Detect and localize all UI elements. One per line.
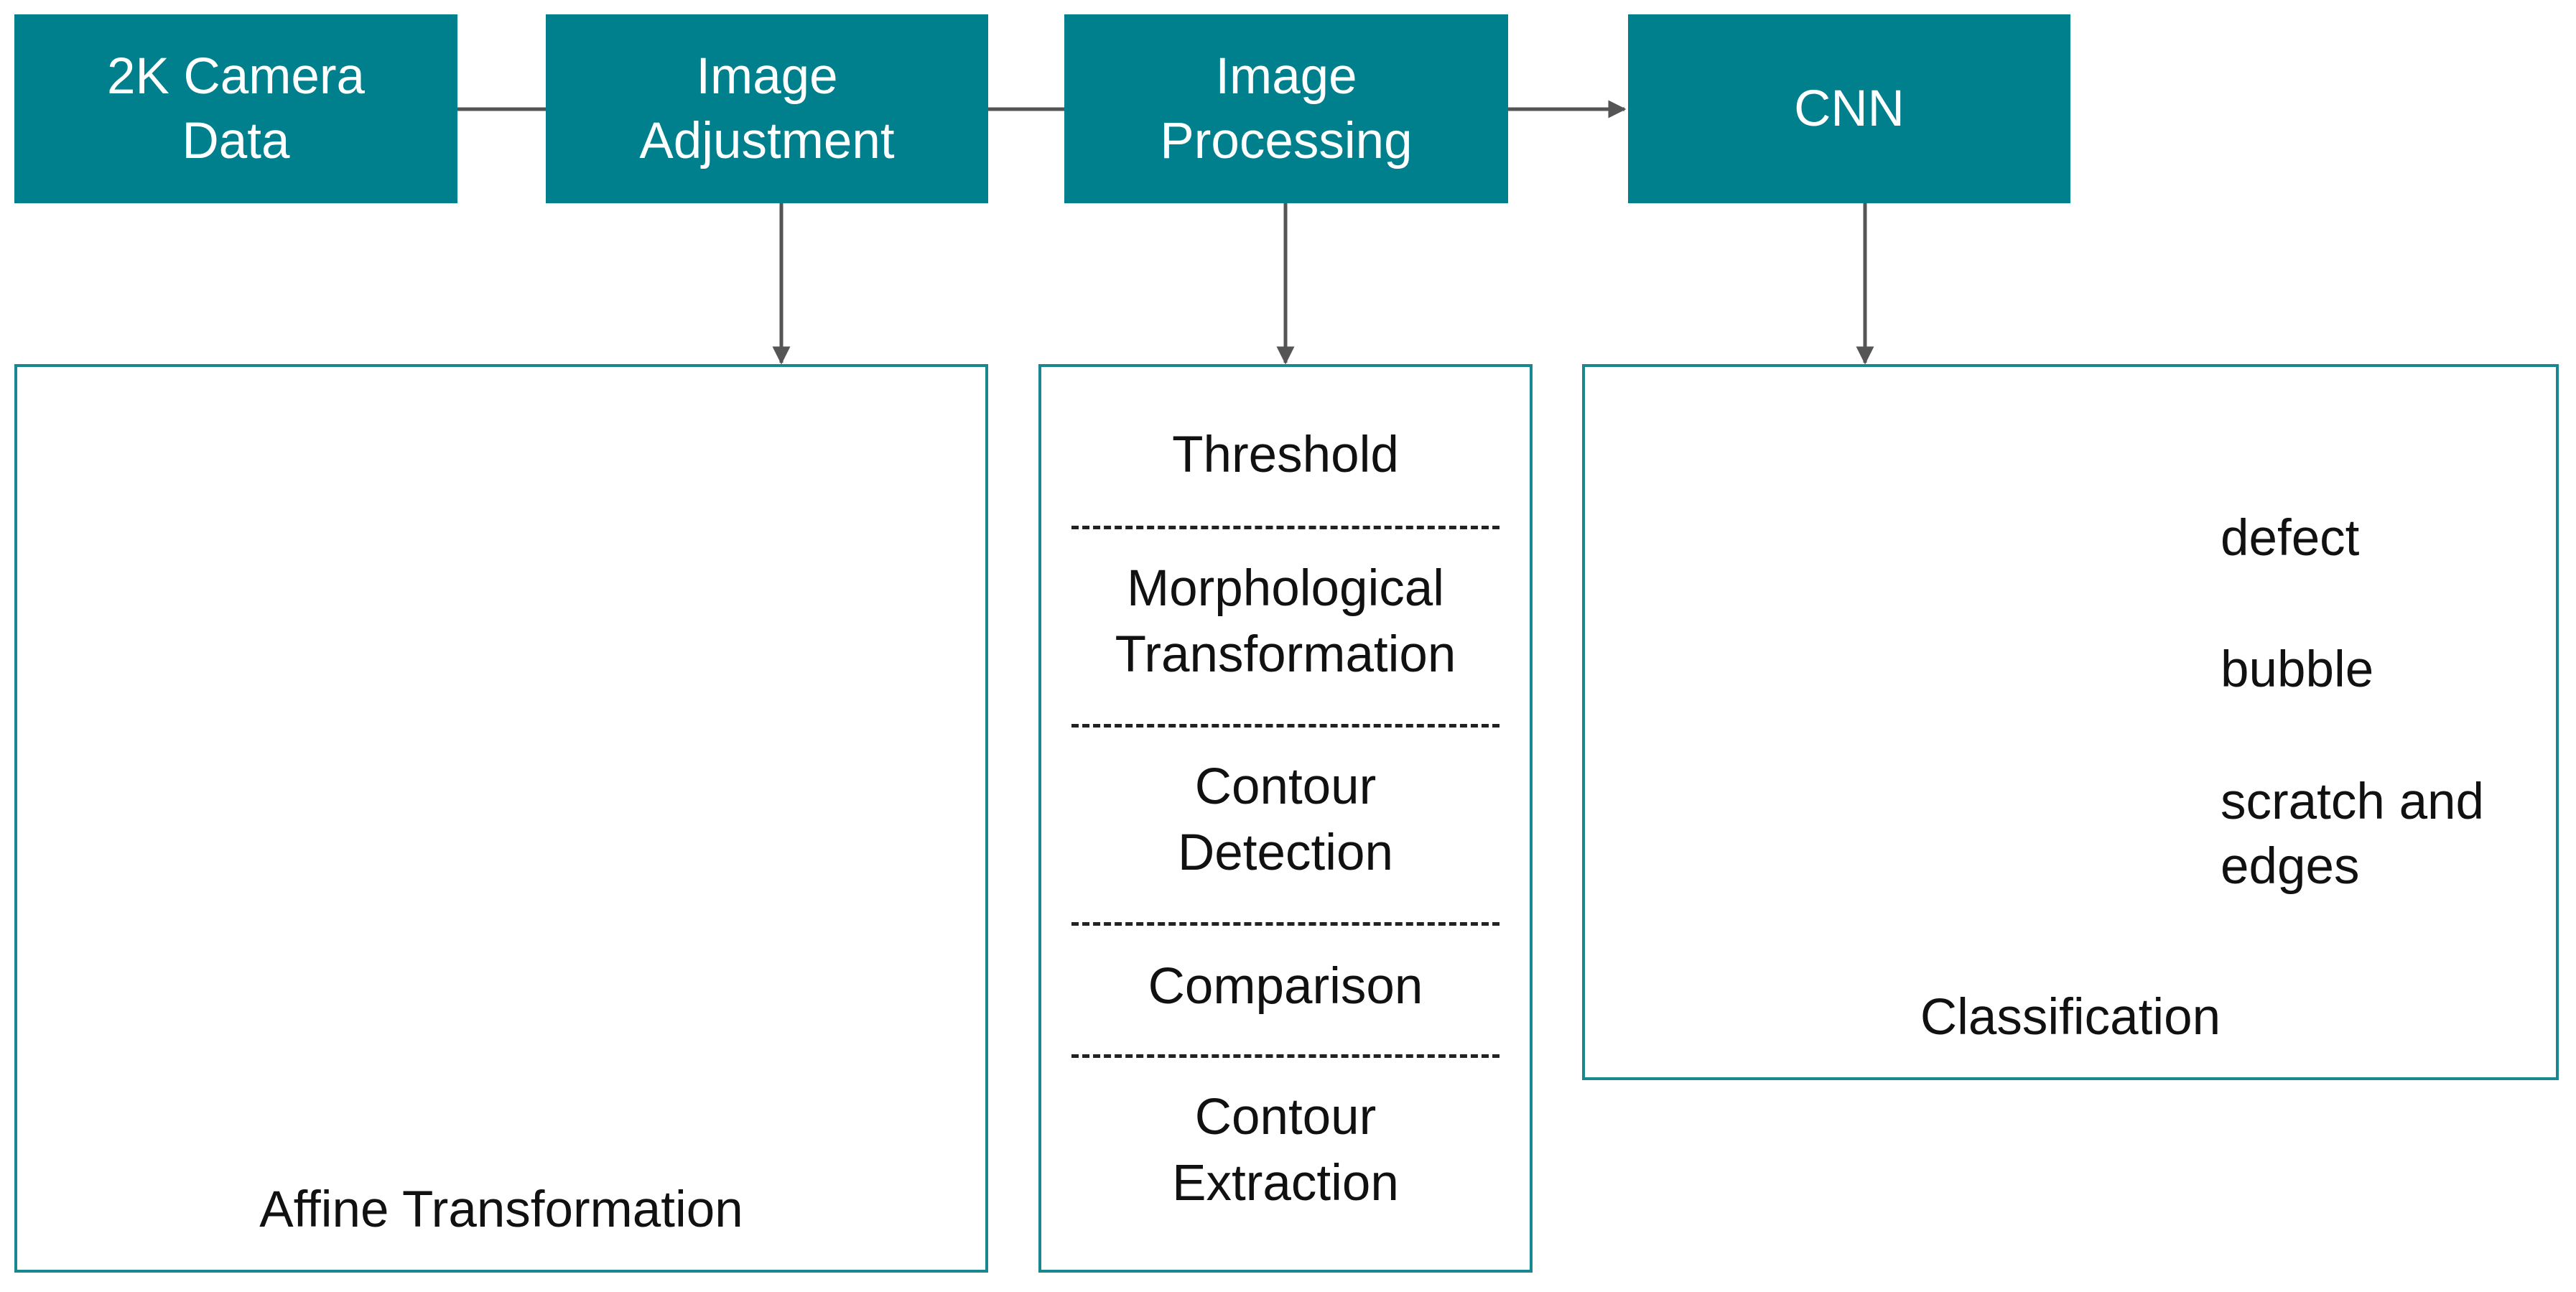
image-processing-line-2: Processing: [1160, 112, 1413, 169]
class-scratch-line-1: scratch and: [2221, 773, 2485, 830]
cnn-label: CNN: [1794, 80, 1905, 137]
image-adjustment-line-1: Image: [696, 47, 838, 105]
class-scratch-label: scratch and edges: [2221, 770, 2484, 899]
step-divider: [1071, 922, 1499, 926]
class-scratch-line-2: edges: [2221, 838, 2360, 895]
class-bubble-label: bubble: [2221, 641, 2374, 698]
adjustment-panel: [14, 364, 988, 1273]
image-adjustment-line-2: Adjustment: [639, 112, 895, 169]
step-comparison: Comparison: [1041, 954, 1530, 1020]
image-processing-line-1: Image: [1215, 47, 1357, 105]
affine-caption: Affine Transformation: [259, 1181, 743, 1238]
step-morphological-line-2: Transformation: [1115, 626, 1456, 683]
image-adjustment-box: Image Adjustment: [546, 14, 988, 203]
class-defect-label: defect: [2221, 510, 2360, 567]
processing-panel: [1038, 364, 1533, 1273]
step-divider: [1071, 1054, 1499, 1058]
step-contour-extraction-line-2: Extraction: [1172, 1155, 1399, 1212]
step-contour-detection: Contour Detection: [1041, 754, 1530, 886]
cnn-box: CNN: [1628, 14, 2070, 203]
image-processing-box: Image Processing: [1064, 14, 1508, 203]
step-contour-detection-line-1: Contour: [1194, 758, 1377, 815]
camera-data-line-1: 2K Camera: [106, 47, 366, 105]
step-contour-extraction-line-1: Contour: [1194, 1089, 1377, 1145]
step-morphological: Morphological Transformation: [1041, 556, 1530, 688]
step-divider: [1071, 724, 1499, 728]
step-contour-extraction: Contour Extraction: [1041, 1084, 1530, 1217]
step-divider: [1071, 526, 1499, 529]
classification-caption: Classification: [1920, 989, 2221, 1046]
step-contour-detection-line-2: Detection: [1178, 824, 1393, 881]
step-threshold-line-1: Threshold: [1172, 427, 1399, 483]
camera-data-box: 2K Camera Data: [14, 14, 457, 203]
camera-data-line-2: Data: [182, 112, 290, 169]
step-morphological-line-1: Morphological: [1126, 560, 1445, 617]
step-comparison-line-1: Comparison: [1148, 958, 1423, 1015]
classification-panel: [1582, 364, 2559, 1080]
step-threshold: Threshold: [1041, 422, 1530, 488]
